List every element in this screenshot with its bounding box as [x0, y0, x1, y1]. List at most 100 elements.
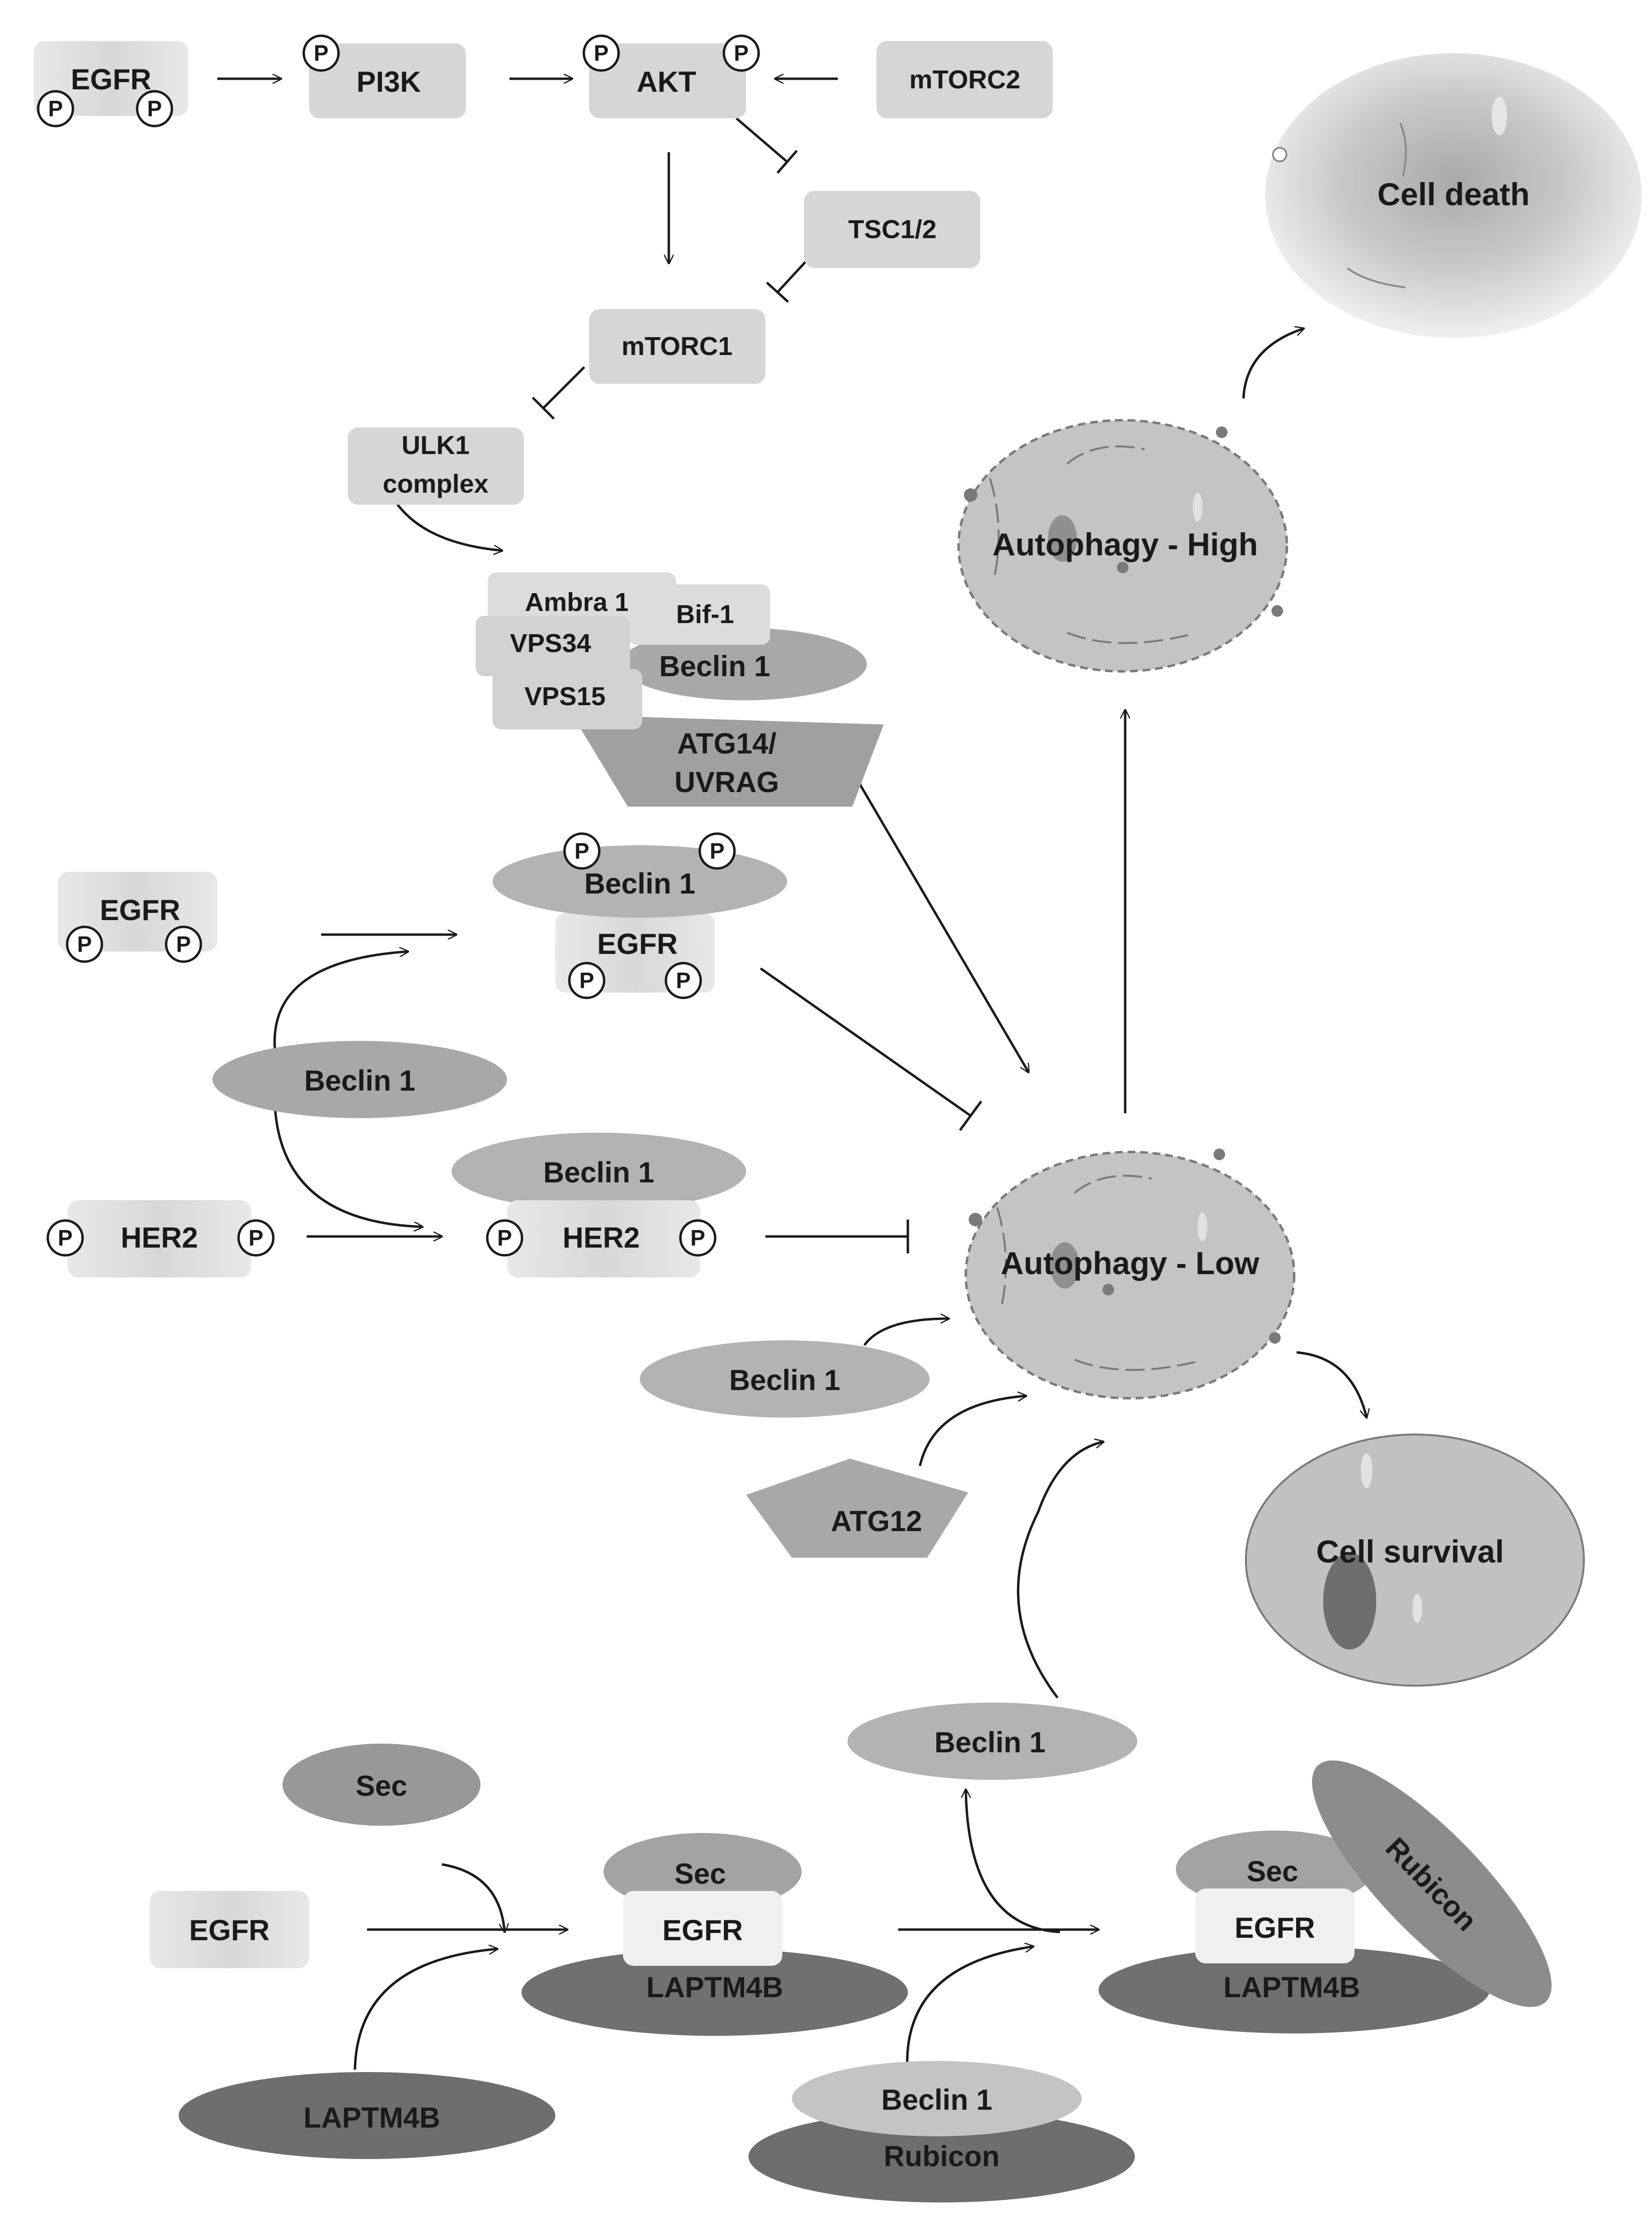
- svg-text:P: P: [249, 1225, 264, 1250]
- cell-survival-label: Cell survival: [1316, 1534, 1504, 1569]
- svg-text:ATG12: ATG12: [831, 1505, 922, 1537]
- phospho-icon: P: [165, 925, 202, 963]
- phospho-icon: P: [486, 1219, 523, 1257]
- node-ulk1-complex: ULK1 complex: [348, 427, 524, 505]
- inhibit-akt-tsc: [735, 117, 798, 174]
- svg-text:LAPTM4B: LAPTM4B: [1223, 1971, 1360, 2003]
- node-sec-egfr-laptm4b-complex: Sec EGFR LAPTM4B: [522, 1833, 908, 2036]
- phospho-icon: P: [46, 1219, 84, 1257]
- arrow-beclin-rubicon-to-complex: [906, 1946, 1033, 2077]
- arrow-beclin-to-beclin-egfr: [273, 952, 408, 1053]
- node-egfr-top: EGFR P P: [34, 41, 188, 128]
- svg-text:Ambra 1: Ambra 1: [525, 588, 629, 617]
- phospho-icon: P: [568, 962, 606, 999]
- node-pi3k: PI3K P: [302, 34, 466, 118]
- svg-text:Beclin 1: Beclin 1: [543, 1156, 654, 1189]
- phospho-icon: P: [302, 34, 340, 72]
- beclin-initiation-complex: ATG14/ UVRAG Beclin 1 Ambra 1 Bif-1 VPS3…: [476, 572, 884, 807]
- svg-text:Beclin 1: Beclin 1: [659, 650, 770, 682]
- node-mtorc1: mTORC1: [589, 309, 765, 384]
- node-beclin-free-bottom: Beclin 1: [847, 1703, 1137, 1780]
- arrow-high-to-death: [1242, 328, 1304, 399]
- node-beclin-her2-complex: Beclin 1 HER2 P P: [452, 1133, 746, 1278]
- phospho-icon: P: [563, 832, 601, 870]
- beclin-ellipse: [621, 628, 867, 700]
- phospho-icon: P: [582, 34, 620, 72]
- svg-text:P: P: [691, 1225, 706, 1250]
- arrow-atg12-to-autophagy-low: [918, 1396, 1026, 1466]
- svg-text:Bif-1: Bif-1: [676, 600, 734, 629]
- autophagy-high-label: Autophagy - High: [992, 526, 1258, 562]
- svg-text:P: P: [77, 932, 92, 957]
- svg-text:UVRAG: UVRAG: [675, 766, 779, 798]
- svg-text:Beclin 1: Beclin 1: [881, 2084, 992, 2116]
- svg-text:LAPTM4B: LAPTM4B: [303, 2102, 440, 2134]
- svg-text:HER2: HER2: [121, 1222, 198, 1254]
- svg-text:EGFR: EGFR: [597, 928, 678, 960]
- phospho-icon: P: [679, 1219, 717, 1257]
- arrow-low-to-survival: [1296, 1351, 1367, 1418]
- node-laptm4b: LAPTM4B: [179, 2072, 555, 2159]
- arrow-beclin-to-beclin-her2: [274, 1110, 423, 1227]
- svg-text:P: P: [575, 838, 590, 864]
- svg-text:complex: complex: [382, 469, 488, 498]
- tsc-label: TSC1/2: [848, 215, 936, 244]
- arrow-laptm4b-to-complex: [353, 1949, 497, 2070]
- svg-text:Beclin 1: Beclin 1: [934, 1726, 1045, 1759]
- svg-text:P: P: [58, 1225, 73, 1250]
- akt-label: AKT: [636, 66, 696, 98]
- arrow-sec-to-complex: [441, 1863, 505, 1932]
- arrow-complex-to-autophagy-low: [846, 762, 1029, 1072]
- svg-text:P: P: [734, 41, 749, 66]
- node-akt: AKT P P: [582, 34, 760, 118]
- node-sec: Sec: [282, 1744, 480, 1826]
- svg-text:EGFR: EGFR: [1235, 1912, 1315, 1944]
- svg-text:HER2: HER2: [563, 1222, 640, 1254]
- node-beclin-direct: Beclin 1: [640, 1340, 930, 1418]
- svg-text:P: P: [710, 838, 725, 864]
- svg-text:Beclin 1: Beclin 1: [729, 1364, 840, 1396]
- inhibit-tsc-mtorc1: [766, 260, 807, 303]
- svg-text:P: P: [497, 1225, 512, 1250]
- arrow-ulk1-to-complex: [395, 501, 502, 551]
- node-beclin-egfr-complex: EGFR P P Beclin 1 P P: [493, 832, 787, 999]
- beclin-ellipse: [452, 1133, 746, 1210]
- svg-text:VPS34: VPS34: [510, 629, 591, 658]
- cell-survival: Cell survival: [1245, 1434, 1585, 1687]
- phospho-icon: P: [237, 1219, 275, 1257]
- phospho-icon: P: [66, 925, 103, 963]
- phospho-icon: P: [37, 90, 74, 128]
- autophagy-low: Autophagy - Low: [964, 1149, 1296, 1400]
- egfr-label: EGFR: [71, 63, 152, 96]
- svg-text:LAPTM4B: LAPTM4B: [646, 1971, 783, 2003]
- svg-text:P: P: [147, 96, 162, 121]
- inhibit-beclin-egfr-autophagy: [760, 967, 983, 1131]
- svg-text:Sec: Sec: [675, 1858, 726, 1890]
- phospho-icon: P: [698, 832, 736, 870]
- cell-death-label: Cell death: [1377, 176, 1529, 212]
- inhibit-her2-autophagy: [765, 1220, 909, 1253]
- node-beclin-rubicon: Rubicon Beclin 1: [748, 2061, 1135, 2202]
- svg-text:Beclin 1: Beclin 1: [584, 867, 695, 900]
- atg14-uvrag-shape: [572, 715, 884, 807]
- svg-text:EGFR: EGFR: [189, 1914, 270, 1946]
- svg-text:P: P: [314, 41, 329, 66]
- node-her2: HER2 P P: [46, 1200, 275, 1278]
- phospho-icon: P: [136, 90, 173, 128]
- node-tsc: TSC1/2: [804, 191, 980, 268]
- svg-text:P: P: [676, 968, 691, 993]
- node-egfr-mid: EGFR P P: [58, 872, 217, 963]
- svg-text:P: P: [48, 96, 63, 121]
- svg-text:Sec: Sec: [356, 1770, 408, 1802]
- svg-text:Sec: Sec: [1247, 1855, 1299, 1888]
- svg-text:P: P: [579, 968, 594, 993]
- phospho-icon: P: [722, 34, 760, 72]
- svg-text:ULK1: ULK1: [401, 431, 469, 460]
- arrow-beclin-free-to-autophagy-low: [1017, 1442, 1103, 1699]
- autophagy-low-label: Autophagy - Low: [1001, 1245, 1259, 1281]
- connectors: [217, 79, 1367, 2077]
- svg-text:P: P: [594, 41, 609, 66]
- node-beclin-free-left: Beclin 1: [212, 1041, 507, 1118]
- inhibit-mtorc1-ulk1: [532, 366, 585, 420]
